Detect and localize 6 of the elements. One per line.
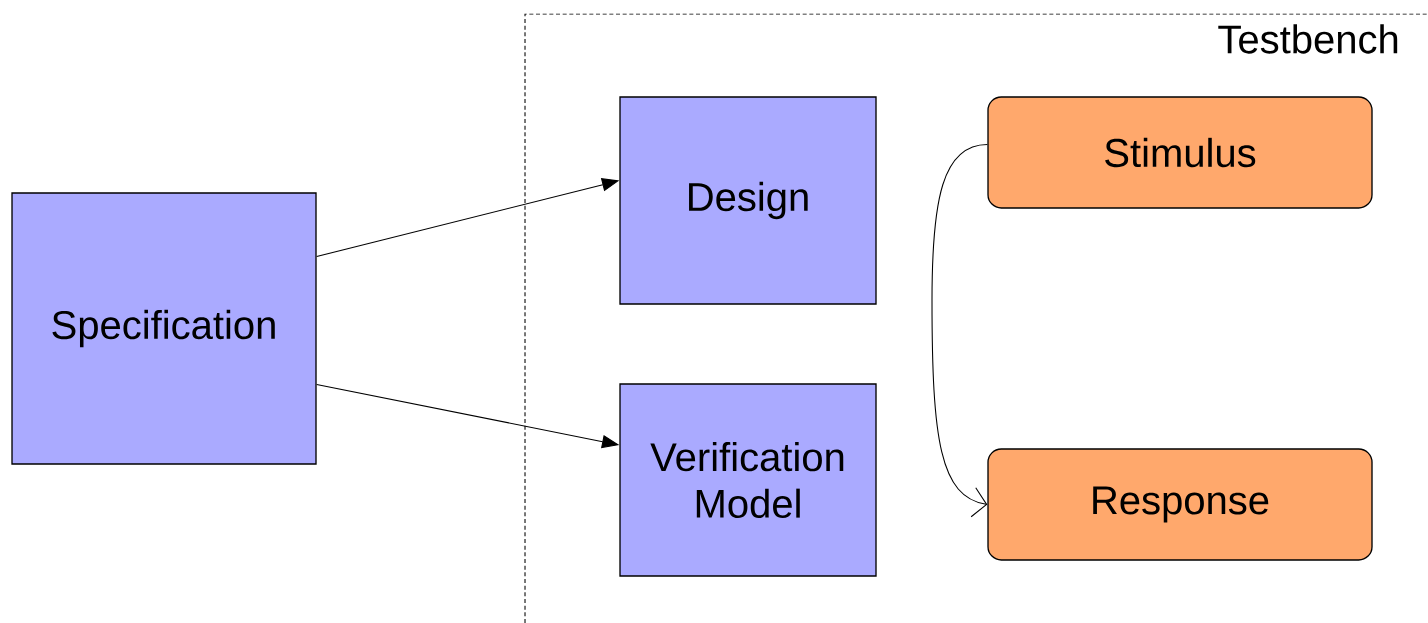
process-box: Specification <box>11 192 317 465</box>
process-box: Design <box>619 96 877 305</box>
rounded-box: Response <box>987 448 1373 561</box>
process-box: Verification Model <box>619 383 877 577</box>
arrow <box>931 143 988 518</box>
rounded-box: Stimulus <box>987 96 1373 209</box>
